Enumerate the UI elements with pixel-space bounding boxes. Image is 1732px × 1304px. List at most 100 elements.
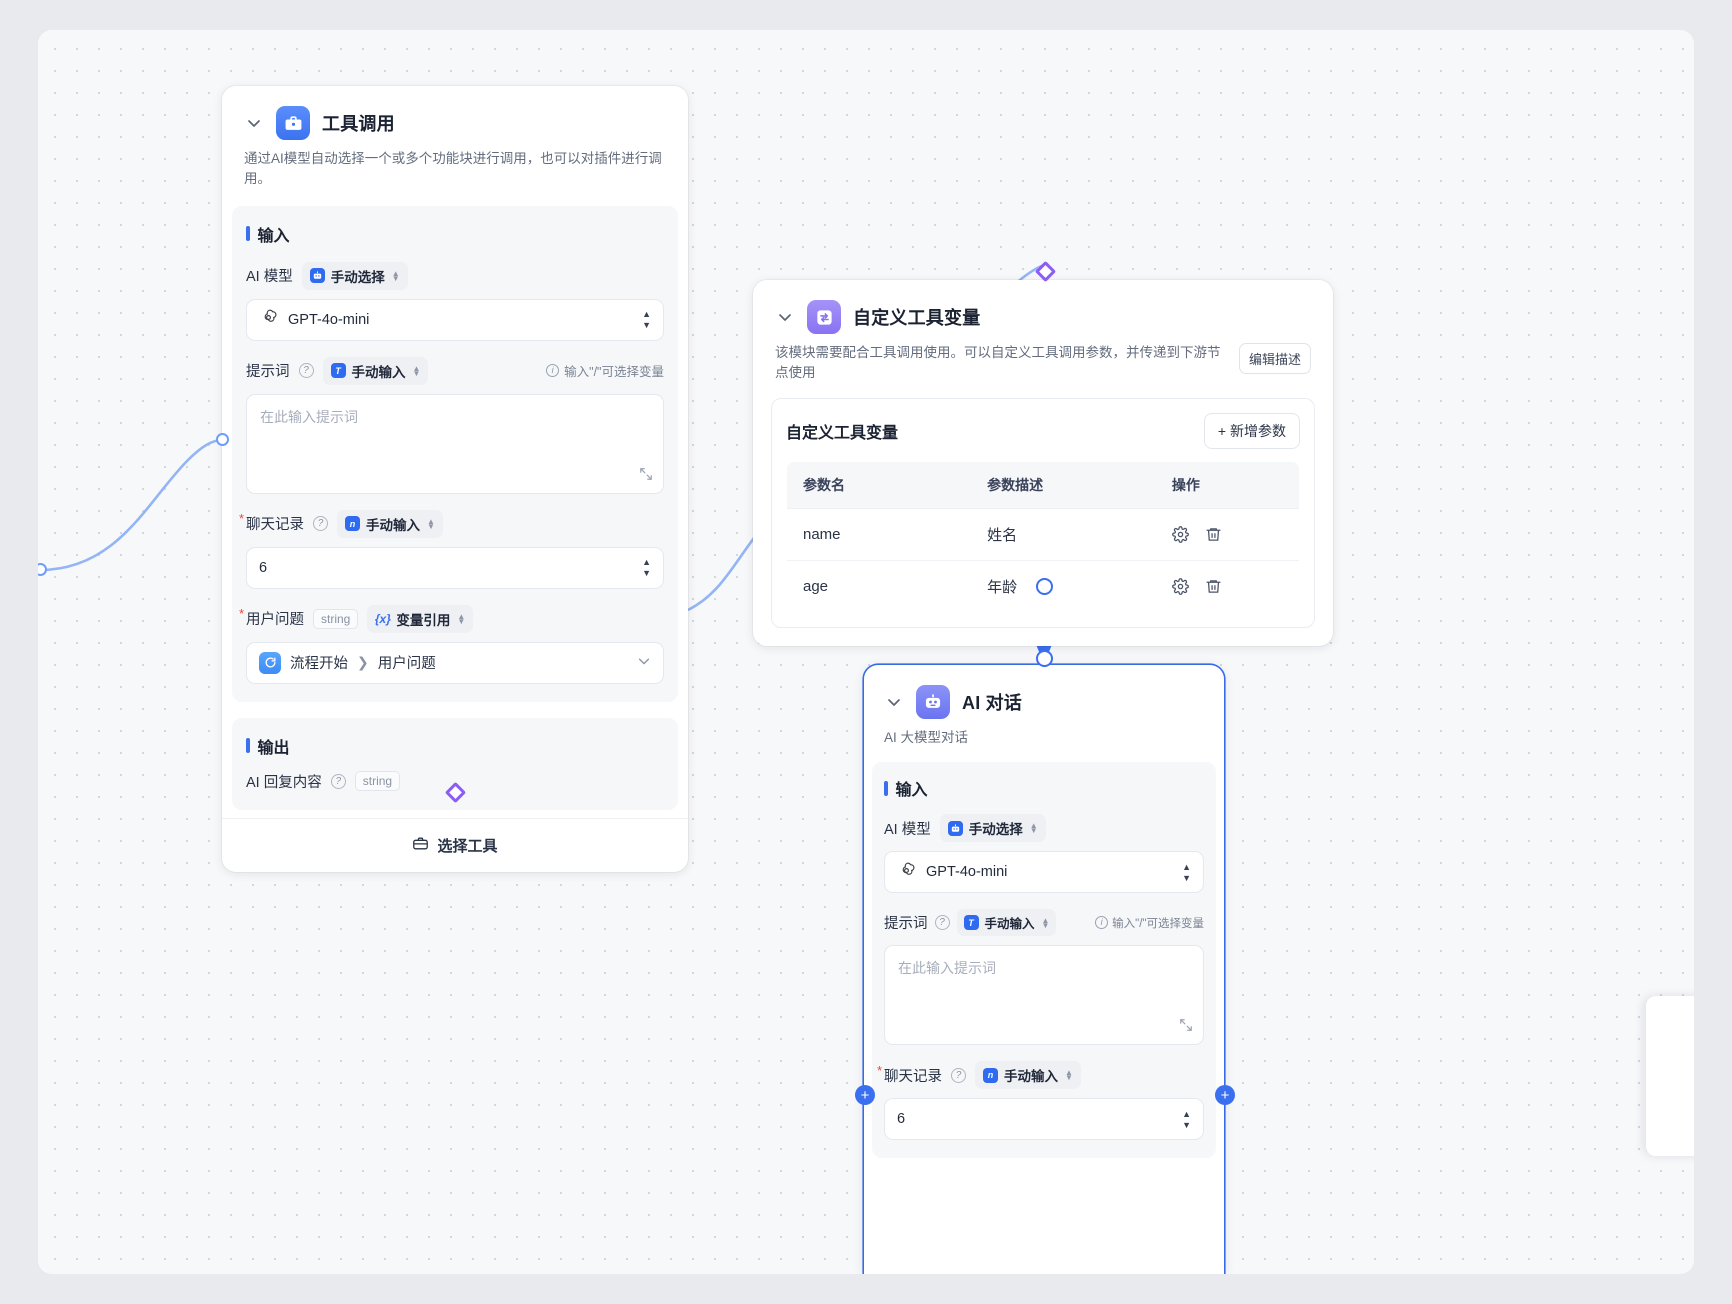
swap-arrows-icon xyxy=(807,300,841,334)
output-type-badge: string xyxy=(354,771,401,791)
node-tool-call[interactable]: 工具调用 通过AI模型自动选择一个或多个功能块进行调用，也可以对插件进行调用。 … xyxy=(222,86,688,872)
chat-history-mode-value: 手动输入 xyxy=(1004,1069,1058,1085)
add-parameter-button[interactable]: + 新增参数 xyxy=(1203,412,1300,449)
ai-model-mode-value: 手动选择 xyxy=(330,269,385,285)
prompt-hint-text: 输入"/"可选择变量 xyxy=(1112,917,1204,930)
robot-mini-icon xyxy=(947,820,963,836)
node-description-text: 通过AI模型自动选择一个或多个功能块进行调用，也可以对插件进行调用。 xyxy=(244,151,662,187)
node-description-text: AI 大模型对话 xyxy=(884,730,969,745)
section-accent-bar xyxy=(884,780,888,796)
trash-icon[interactable] xyxy=(1205,578,1222,595)
tool-call-input-section: 输入 AI 模型 手动选择 ▲▼ xyxy=(232,205,678,702)
column-header-actions: 操作 xyxy=(1155,461,1299,509)
user-question-label: 用户问题 xyxy=(239,606,304,629)
field-user-question: 用户问题 string {x} 变量引用 ▲▼ 流程开始 ❯ xyxy=(239,604,664,684)
right-side-panel-edge[interactable] xyxy=(1646,996,1694,1156)
workflow-canvas-container: + + 工具调用 xyxy=(38,30,1694,1274)
tool-var-header: 自定义工具变量 该模块需要配合工具调用使用。可以自定义工具调用参数，并传递到下游… xyxy=(753,280,1333,384)
info-icon: i xyxy=(546,364,560,377)
help-icon[interactable]: ? xyxy=(330,773,346,789)
collapse-chevron-icon[interactable] xyxy=(244,113,264,133)
table-header-row: 参数名 参数描述 操作 xyxy=(787,461,1299,509)
edit-description-button[interactable]: 编辑描述 xyxy=(1238,343,1311,374)
prompt-textarea[interactable]: 在此输入提示词 xyxy=(884,945,1204,1046)
number-mini-icon: n xyxy=(983,1067,998,1083)
gear-icon[interactable] xyxy=(1171,577,1189,595)
prompt-mode-value: 手动输入 xyxy=(351,364,406,380)
cell-param-desc: 姓名 xyxy=(971,508,1156,561)
ref-field-name: 用户问题 xyxy=(377,656,436,672)
help-icon[interactable]: ? xyxy=(313,516,328,531)
add-node-left-button[interactable]: + xyxy=(855,1085,875,1105)
variable-mini-icon: {x} xyxy=(374,611,391,626)
help-icon[interactable]: ? xyxy=(951,1067,966,1083)
node-ai-chat[interactable]: AI 对话 AI 大模型对话 输入 AI 模型 xyxy=(864,665,1224,1274)
text-mini-icon: T xyxy=(330,363,346,378)
cell-param-desc: 年龄 xyxy=(987,578,1018,596)
number-stepper[interactable]: ▲▼ xyxy=(1182,1108,1191,1130)
gear-icon[interactable] xyxy=(1171,525,1189,543)
edge-handle-toolvar-out[interactable] xyxy=(1036,578,1053,595)
user-question-mode-select[interactable]: {x} 变量引用 ▲▼ xyxy=(367,604,474,633)
ai-model-value: GPT-4o-mini xyxy=(288,311,370,328)
output-row: AI 回复内容 ? string xyxy=(246,771,664,792)
chat-history-input[interactable]: 6 ▲▼ xyxy=(884,1098,1204,1141)
edge-handle-toolcall-in[interactable] xyxy=(216,433,229,446)
table-row[interactable]: name 姓名 xyxy=(787,508,1299,561)
output-section-label: 输出 xyxy=(257,739,290,757)
flow-start-icon xyxy=(259,651,281,674)
cell-param-name: age xyxy=(803,577,829,595)
field-ai-model: AI 模型 手动选择 ▲▼ xyxy=(884,814,1204,894)
ref-node-name: 流程开始 xyxy=(290,656,348,672)
collapse-chevron-icon[interactable] xyxy=(884,692,904,712)
expand-icon[interactable] xyxy=(639,467,653,484)
section-accent-bar xyxy=(246,226,250,241)
model-stepper-icon[interactable]: ▲▼ xyxy=(642,309,651,330)
toolbox-outline-icon xyxy=(412,835,429,856)
prompt-mode-value: 手动输入 xyxy=(984,917,1035,932)
chat-history-label: 聊天记录 xyxy=(239,511,304,534)
add-parameter-label: + 新增参数 xyxy=(1217,422,1286,439)
select-tool-button[interactable]: 选择工具 xyxy=(222,817,688,872)
select-tool-label: 选择工具 xyxy=(437,837,498,855)
model-stepper-icon[interactable]: ▲▼ xyxy=(1182,861,1191,883)
chat-history-mode-select[interactable]: n 手动输入 ▲▼ xyxy=(975,1061,1081,1090)
node-description: 该模块需要配合工具调用使用。可以自定义工具调用参数，并传递到下游节点使用 编辑描… xyxy=(775,343,1311,384)
expand-icon[interactable] xyxy=(1179,1018,1193,1035)
collapse-chevron-icon[interactable] xyxy=(775,307,795,327)
chat-history-mode-select[interactable]: n 手动输入 ▲▼ xyxy=(337,509,443,538)
chevron-down-icon[interactable] xyxy=(637,654,651,672)
chevron-updown-icon: ▲▼ xyxy=(457,611,466,626)
number-stepper[interactable]: ▲▼ xyxy=(642,557,651,578)
text-mini-icon: T xyxy=(963,915,979,931)
help-icon[interactable]: ? xyxy=(298,363,314,378)
breadcrumb-separator-icon: ❯ xyxy=(357,654,369,670)
chat-history-input[interactable]: 6 ▲▼ xyxy=(246,546,664,589)
ai-model-mode-select[interactable]: 手动选择 ▲▼ xyxy=(939,814,1046,843)
section-accent-bar xyxy=(246,738,250,753)
column-header-desc: 参数描述 xyxy=(971,461,1156,509)
number-mini-icon: n xyxy=(345,516,360,531)
tool-call-header: 工具调用 通过AI模型自动选择一个或多个功能块进行调用，也可以对插件进行调用。 xyxy=(222,86,688,190)
help-icon[interactable]: ? xyxy=(934,915,950,931)
ai-model-select[interactable]: GPT-4o-mini ▲▼ xyxy=(246,298,664,341)
info-icon: i xyxy=(1095,916,1109,930)
prompt-mode-select[interactable]: T 手动输入 ▲▼ xyxy=(956,909,1057,937)
ai-model-mode-select[interactable]: 手动选择 ▲▼ xyxy=(301,261,408,290)
prompt-mode-select[interactable]: T 手动输入 ▲▼ xyxy=(322,356,429,385)
add-node-right-button[interactable]: + xyxy=(1215,1085,1235,1105)
chat-history-label: 聊天记录 xyxy=(877,1063,942,1086)
ai-model-select[interactable]: GPT-4o-mini ▲▼ xyxy=(884,851,1204,894)
panel-title: 自定义工具变量 xyxy=(786,424,899,442)
trash-icon[interactable] xyxy=(1205,526,1222,543)
input-section-title: 输入 xyxy=(246,222,664,246)
prompt-textarea[interactable]: 在此输入提示词 xyxy=(246,393,664,494)
ai-model-label: AI 模型 xyxy=(884,821,931,838)
user-question-variable-ref[interactable]: 流程开始 ❯ 用户问题 xyxy=(246,641,664,684)
prompt-placeholder: 在此输入提示词 xyxy=(898,960,996,977)
chevron-updown-icon: ▲▼ xyxy=(427,516,435,531)
input-section-title: 输入 xyxy=(884,776,1204,800)
chevron-updown-icon: ▲▼ xyxy=(1041,915,1050,930)
edge-handle-aichat-in[interactable] xyxy=(1036,650,1053,667)
